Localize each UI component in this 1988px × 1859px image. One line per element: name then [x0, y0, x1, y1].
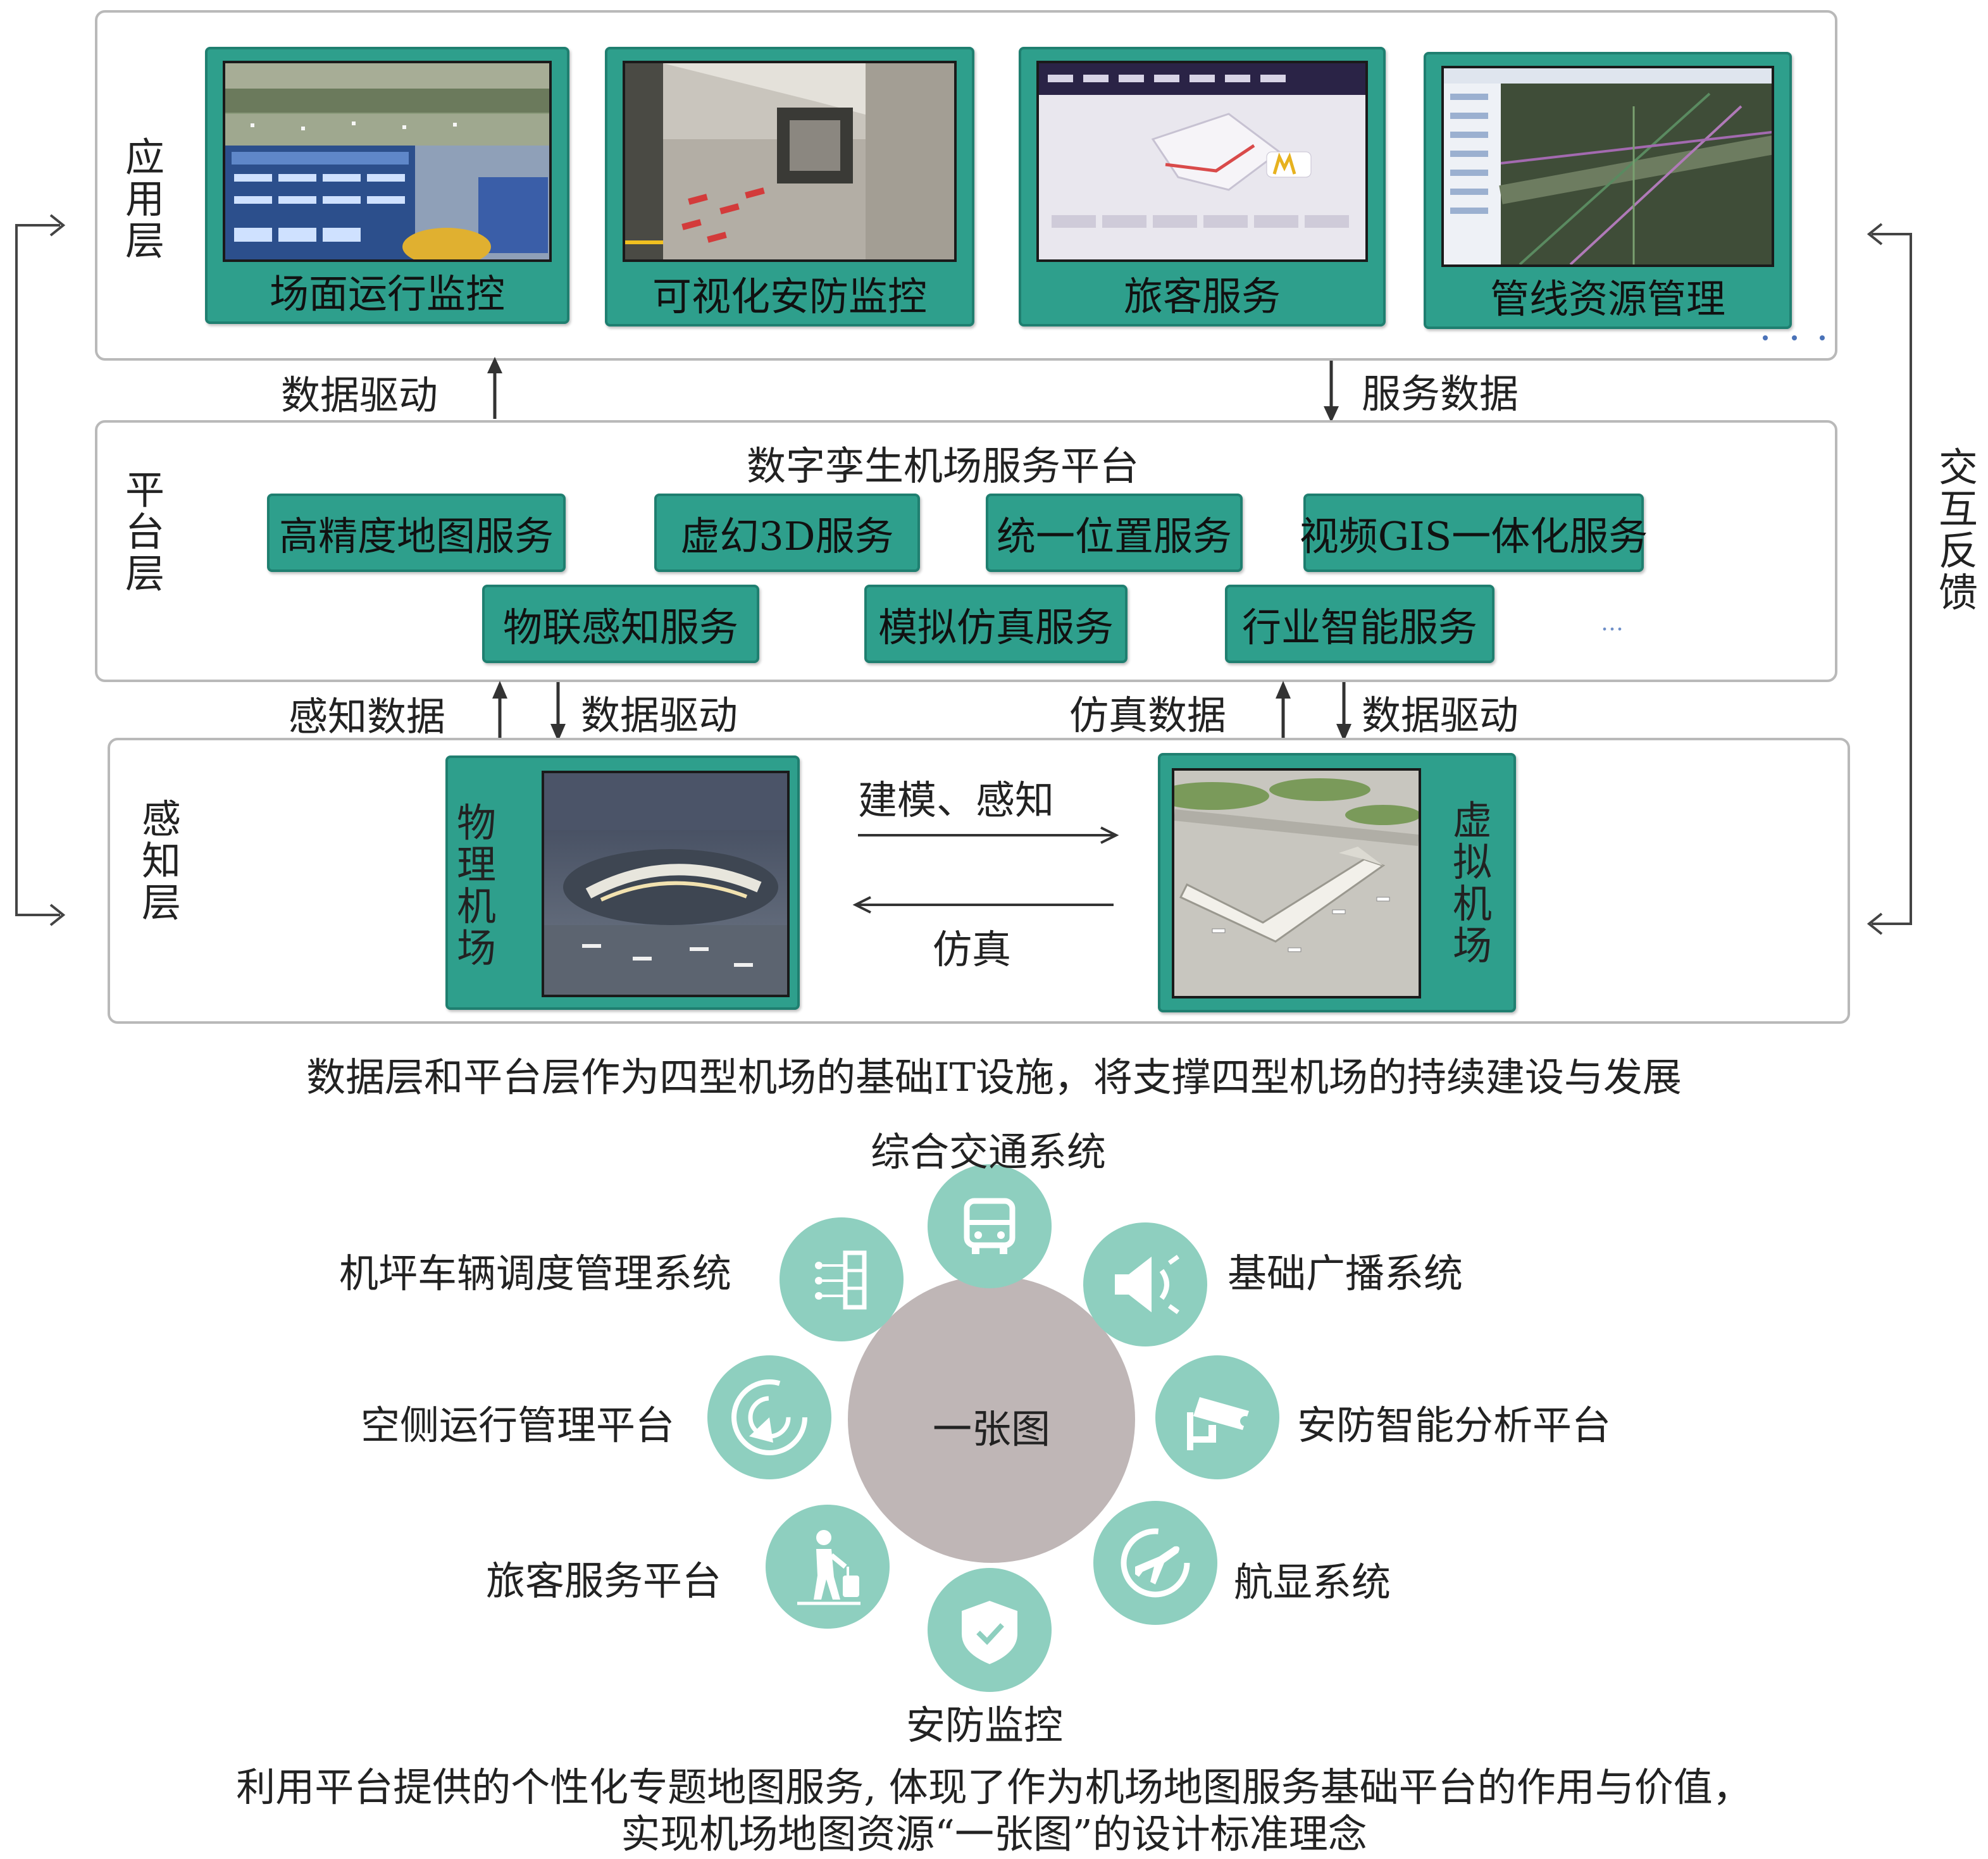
service-unified-location[interactable]: 统一位置服务 — [986, 494, 1243, 572]
security-monitoring-screenshot — [623, 61, 957, 262]
platform-layer-label: 平台层 — [125, 467, 165, 597]
flow-sensing-data-up: 感知数据 — [289, 693, 446, 740]
sensing-layer-label: 感知层 — [141, 796, 181, 926]
bus-icon — [964, 1198, 1016, 1254]
apron-dispatch-orb[interactable] — [780, 1217, 904, 1341]
panel-label: 旅客服务 — [1123, 273, 1281, 320]
security-analysis-orb[interactable] — [1155, 1355, 1279, 1479]
interactive-feedback-label: 交互反馈 — [1938, 444, 1978, 616]
airplane-icon — [1121, 1528, 1190, 1598]
service-unreal-3d[interactable]: 虚幻3D服务 — [654, 494, 920, 572]
pagination-dots — [1759, 333, 1829, 342]
security-monitoring-label: 安防监控 — [906, 1702, 1064, 1748]
service-simulation[interactable]: 模拟仿真服务 — [864, 585, 1128, 663]
passenger-service-orb[interactable] — [766, 1505, 890, 1629]
panel-label: 场面运行监控 — [269, 271, 505, 317]
modeling-simulation-arrows — [852, 826, 1119, 914]
more-services-ellipsis: … — [1601, 610, 1624, 636]
flight-display-orb[interactable] — [1093, 1501, 1217, 1625]
flow-data-driven-down-right: 数据驱动 — [1362, 692, 1519, 738]
flow-arrows-bottom — [492, 681, 1351, 742]
one-map-center — [848, 1276, 1135, 1563]
physical-airport-photo — [542, 771, 790, 997]
panel-pipeline-resource-management[interactable]: 管线资源管理 — [1424, 52, 1792, 329]
panel-surface-operation-monitoring[interactable]: 场面运行监控 — [205, 47, 569, 324]
service-industry-intelligence[interactable]: 行业智能服务 — [1225, 585, 1494, 663]
physical-airport-label: 物理机场 — [457, 800, 497, 971]
caption-one-map-line2: 实现机场地图资源“一张图”的设计标准理念 — [621, 1811, 1367, 1857]
service-video-gis[interactable]: 视频GIS一体化服务 — [1300, 494, 1648, 572]
broadcast-label: 基础广播系统 — [1227, 1250, 1463, 1296]
simulation-label: 仿真 — [933, 926, 1012, 973]
flow-data-driven-down-left: 数据驱动 — [581, 692, 738, 738]
pipeline-management-screenshot — [1441, 66, 1774, 267]
flight-display-label: 航显系统 — [1234, 1559, 1391, 1605]
surface-monitoring-screenshot — [223, 61, 552, 262]
speaker-icon — [1115, 1255, 1180, 1314]
service-hd-map[interactable]: 高精度地图服务 — [267, 494, 566, 572]
shield-icon — [962, 1601, 1017, 1664]
security-camera-icon — [1187, 1397, 1250, 1450]
one-map-center-label: 一张图 — [932, 1406, 1050, 1452]
integrated-transport-orb[interactable] — [928, 1164, 1052, 1288]
feedback-connectors — [15, 214, 1912, 935]
airside-operation-label: 空侧运行管理平台 — [361, 1402, 675, 1448]
physical-airport-card[interactable]: 物理机场 — [445, 755, 800, 1010]
flow-simulation-data-up: 仿真数据 — [1069, 692, 1227, 738]
dispatch-network-icon — [815, 1250, 867, 1310]
panel-label: 管线资源管理 — [1489, 276, 1725, 322]
panel-passenger-service[interactable]: 旅客服务 — [1019, 47, 1386, 326]
panel-label: 可视化安防监控 — [652, 273, 927, 320]
flow-data-driven-up: 数据驱动 — [281, 372, 438, 418]
platform-title: 数字孪生机场服务平台 — [747, 443, 1140, 489]
flow-arrows-top — [487, 357, 1339, 423]
flow-service-data-down: 服务数据 — [1362, 371, 1519, 417]
modeling-sensing-label: 建模、感知 — [858, 777, 1055, 823]
radar-icon — [731, 1379, 807, 1455]
broadcast-orb[interactable] — [1083, 1222, 1207, 1346]
virtual-airport-label: 虚拟机场 — [1453, 797, 1493, 969]
apron-dispatch-label: 机坪车辆调度管理系统 — [339, 1250, 732, 1296]
application-layer-label: 应用层 — [125, 134, 165, 264]
caption-one-map-line1: 利用平台提供的个性化专题地图服务, 体现了作为机场地图服务基础平台的作用与价值， — [236, 1764, 1752, 1810]
passenger-service-label: 旅客服务平台 — [486, 1558, 722, 1604]
security-analysis-label: 安防智能分析平台 — [1297, 1402, 1612, 1448]
virtual-airport-render — [1172, 768, 1421, 998]
sensing-layer — [108, 738, 1850, 1024]
traveler-icon — [797, 1530, 860, 1605]
security-monitoring-orb[interactable] — [928, 1568, 1052, 1692]
virtual-airport-card[interactable]: 虚拟机场 — [1158, 753, 1516, 1012]
passenger-service-screenshot — [1036, 61, 1368, 262]
caption-infrastructure: 数据层和平台层作为四型机场的基础IT设施，将支撑四型机场的持续建设与发展 — [306, 1054, 1682, 1100]
airside-operation-orb[interactable] — [707, 1355, 831, 1479]
integrated-transport-label: 综合交通系统 — [871, 1129, 1107, 1175]
panel-visual-security-monitoring[interactable]: 可视化安防监控 — [605, 47, 974, 326]
service-iot-sensing[interactable]: 物联感知服务 — [482, 585, 759, 663]
